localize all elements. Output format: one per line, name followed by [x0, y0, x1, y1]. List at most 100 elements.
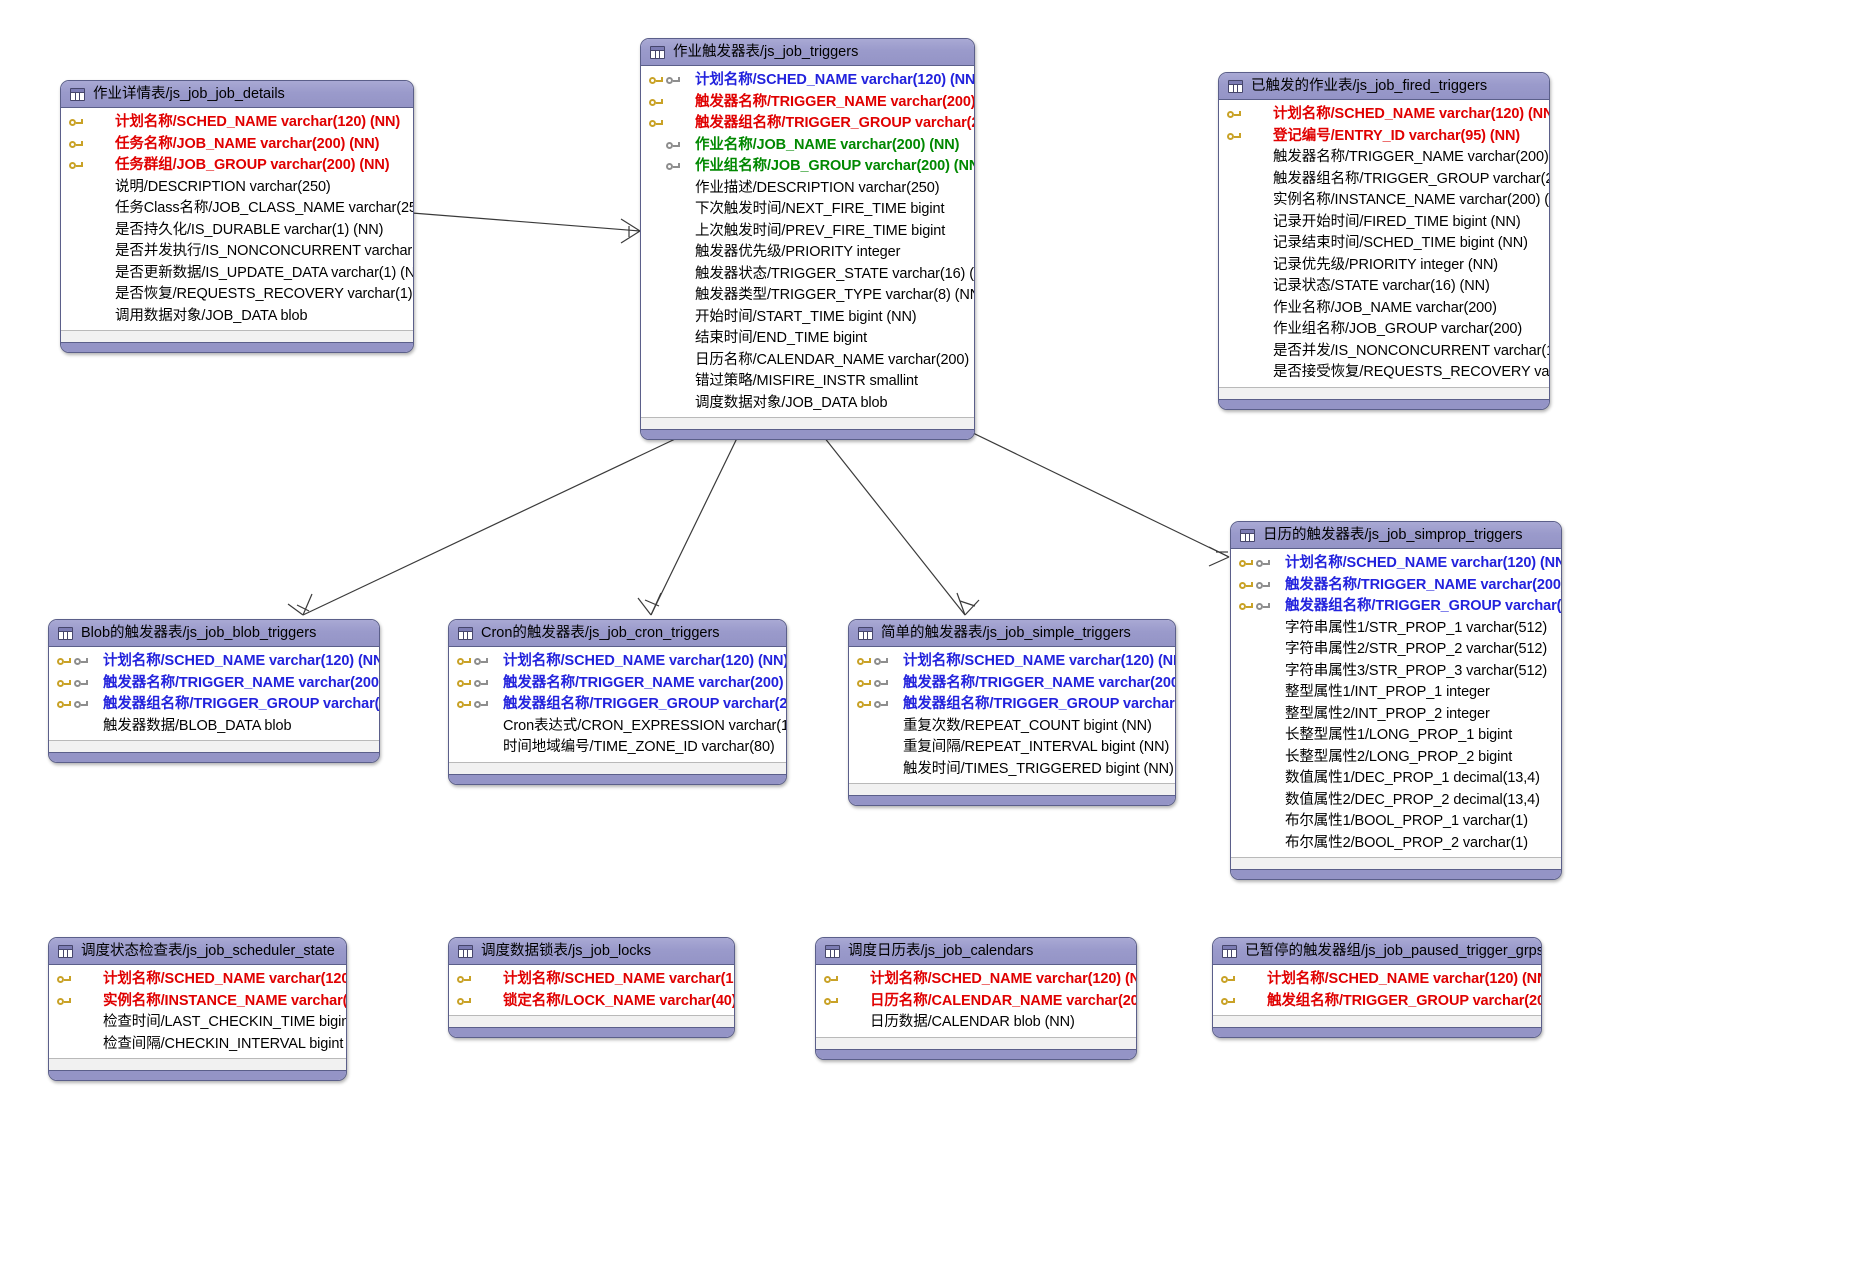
- attribute-row[interactable]: 是否更新数据/IS_UPDATE_DATA varchar(1) (NN): [61, 263, 413, 285]
- entity-title-bar[interactable]: 简单的触发器表/js_job_simple_triggers: [849, 620, 1175, 647]
- attribute-row[interactable]: 触发器类型/TRIGGER_TYPE varchar(8) (NN): [641, 285, 974, 307]
- attribute-row[interactable]: 日历名称/CALENDAR_NAME varchar(200) (NN): [816, 991, 1136, 1013]
- attribute-row[interactable]: 触发器名称/TRIGGER_NAME varchar(200) (NN): [849, 673, 1175, 695]
- entity-locks[interactable]: 调度数据锁表/js_job_locks 计划名称/SCHED_NAME varch…: [448, 937, 735, 1038]
- attribute-row[interactable]: 计划名称/SCHED_NAME varchar(120) (NN): [61, 112, 413, 134]
- attribute-row[interactable]: 字符串属性1/STR_PROP_1 varchar(512): [1231, 618, 1561, 640]
- entity-blob_triggers[interactable]: Blob的触发器表/js_job_blob_triggers 计划名称/SCHED…: [48, 619, 380, 763]
- attribute-row[interactable]: 调度数据对象/JOB_DATA blob: [641, 393, 974, 415]
- entity-scheduler_state[interactable]: 调度状态检查表/js_job_scheduler_state 计划名称/SCHED…: [48, 937, 347, 1081]
- attribute-row[interactable]: 日历名称/CALENDAR_NAME varchar(200): [641, 350, 974, 372]
- attribute-row[interactable]: 计划名称/SCHED_NAME varchar(120) (NN): [449, 651, 786, 673]
- attribute-row[interactable]: 记录开始时间/FIRED_TIME bigint (NN): [1219, 212, 1549, 234]
- attribute-row[interactable]: 计划名称/SCHED_NAME varchar(120) (NN): [641, 70, 974, 92]
- attribute-row[interactable]: 作业名称/JOB_NAME varchar(200) (NN): [641, 135, 974, 157]
- attribute-row[interactable]: 触发器状态/TRIGGER_STATE varchar(16) (NN): [641, 264, 974, 286]
- entity-title-bar[interactable]: 已暂停的触发器组/js_job_paused_trigger_grps: [1213, 938, 1541, 965]
- attribute-row[interactable]: 实例名称/INSTANCE_NAME varchar(200) (NN): [1219, 190, 1549, 212]
- attribute-row[interactable]: 是否接受恢复/REQUESTS_RECOVERY varchar(1): [1219, 362, 1549, 384]
- attribute-row[interactable]: 计划名称/SCHED_NAME varchar(120) (NN): [449, 969, 734, 991]
- attribute-row[interactable]: 锁定名称/LOCK_NAME varchar(40) (NN): [449, 991, 734, 1013]
- attribute-row[interactable]: Cron表达式/CRON_EXPRESSION varchar(120) (NN…: [449, 716, 786, 738]
- attribute-row[interactable]: 登记编号/ENTRY_ID varchar(95) (NN): [1219, 126, 1549, 148]
- attribute-row[interactable]: 调用数据对象/JOB_DATA blob: [61, 306, 413, 328]
- attribute-row[interactable]: 整型属性2/INT_PROP_2 integer: [1231, 704, 1561, 726]
- attribute-row[interactable]: 触发器组名称/TRIGGER_GROUP varchar(200) (NN): [849, 694, 1175, 716]
- attribute-row[interactable]: 是否持久化/IS_DURABLE varchar(1) (NN): [61, 220, 413, 242]
- attribute-row[interactable]: 数值属性2/DEC_PROP_2 decimal(13,4): [1231, 790, 1561, 812]
- attribute-row[interactable]: 整型属性1/INT_PROP_1 integer: [1231, 682, 1561, 704]
- entity-title-bar[interactable]: Cron的触发器表/js_job_cron_triggers: [449, 620, 786, 647]
- entity-paused_trigger_grps[interactable]: 已暂停的触发器组/js_job_paused_trigger_grps 计划名称/…: [1212, 937, 1542, 1038]
- attribute-row[interactable]: 说明/DESCRIPTION varchar(250): [61, 177, 413, 199]
- attribute-row[interactable]: 作业名称/JOB_NAME varchar(200): [1219, 298, 1549, 320]
- attribute-row[interactable]: 布尔属性1/BOOL_PROP_1 varchar(1): [1231, 811, 1561, 833]
- entity-title-bar[interactable]: 调度数据锁表/js_job_locks: [449, 938, 734, 965]
- attribute-row[interactable]: 作业组名称/JOB_GROUP varchar(200) (NN): [641, 156, 974, 178]
- attribute-row[interactable]: 是否恢复/REQUESTS_RECOVERY varchar(1) (NN): [61, 284, 413, 306]
- attribute-row[interactable]: 记录优先级/PRIORITY integer (NN): [1219, 255, 1549, 277]
- attribute-row[interactable]: 是否并发执行/IS_NONCONCURRENT varchar(1) (NN): [61, 241, 413, 263]
- entity-title-bar[interactable]: 调度状态检查表/js_job_scheduler_state: [49, 938, 346, 965]
- attribute-row[interactable]: 开始时间/START_TIME bigint (NN): [641, 307, 974, 329]
- attribute-row[interactable]: 错过策略/MISFIRE_INSTR smallint: [641, 371, 974, 393]
- attribute-row[interactable]: 布尔属性2/BOOL_PROP_2 varchar(1): [1231, 833, 1561, 855]
- attribute-row[interactable]: 触发组名称/TRIGGER_GROUP varchar(200) (NN): [1213, 991, 1541, 1013]
- attribute-row[interactable]: 作业组名称/JOB_GROUP varchar(200): [1219, 319, 1549, 341]
- attribute-row[interactable]: 上次触发时间/PREV_FIRE_TIME bigint: [641, 221, 974, 243]
- attribute-row[interactable]: 计划名称/SCHED_NAME varchar(120) (NN): [1231, 553, 1561, 575]
- attribute-row[interactable]: 触发器名称/TRIGGER_NAME varchar(200) (NN): [1231, 575, 1561, 597]
- attribute-row[interactable]: 计划名称/SCHED_NAME varchar(120) (NN): [49, 651, 379, 673]
- entity-title-bar[interactable]: 已触发的作业表/js_job_fired_triggers: [1219, 73, 1549, 100]
- attribute-row[interactable]: 字符串属性3/STR_PROP_3 varchar(512): [1231, 661, 1561, 683]
- attribute-row[interactable]: 数值属性1/DEC_PROP_1 decimal(13,4): [1231, 768, 1561, 790]
- entity-triggers[interactable]: 作业触发器表/js_job_triggers 计划名称/SCHED_NAME va…: [640, 38, 975, 440]
- attribute-row[interactable]: 触发器组名称/TRIGGER_GROUP varchar(200) (NN): [641, 113, 974, 135]
- attribute-row[interactable]: 任务名称/JOB_NAME varchar(200) (NN): [61, 134, 413, 156]
- attribute-row[interactable]: 长整型属性2/LONG_PROP_2 bigint: [1231, 747, 1561, 769]
- entity-calendars[interactable]: 调度日历表/js_job_calendars 计划名称/SCHED_NAME va…: [815, 937, 1137, 1060]
- attribute-row[interactable]: 触发时间/TIMES_TRIGGERED bigint (NN): [849, 759, 1175, 781]
- attribute-row[interactable]: 字符串属性2/STR_PROP_2 varchar(512): [1231, 639, 1561, 661]
- attribute-row[interactable]: 检查间隔/CHECKIN_INTERVAL bigint (NN): [49, 1034, 346, 1056]
- attribute-row[interactable]: 触发器名称/TRIGGER_NAME varchar(200) (NN): [1219, 147, 1549, 169]
- entity-title-bar[interactable]: Blob的触发器表/js_job_blob_triggers: [49, 620, 379, 647]
- attribute-row[interactable]: 触发器组名称/TRIGGER_GROUP varchar(200) (NN): [1219, 169, 1549, 191]
- attribute-row[interactable]: 计划名称/SCHED_NAME varchar(120) (NN): [49, 969, 346, 991]
- attribute-row[interactable]: 触发器组名称/TRIGGER_GROUP varchar(200) (NN): [449, 694, 786, 716]
- attribute-row[interactable]: 记录状态/STATE varchar(16) (NN): [1219, 276, 1549, 298]
- entity-job_details[interactable]: 作业详情表/js_job_job_details 计划名称/SCHED_NAME …: [60, 80, 414, 353]
- attribute-row[interactable]: 检查时间/LAST_CHECKIN_TIME bigint (NN): [49, 1012, 346, 1034]
- attribute-row[interactable]: 长整型属性1/LONG_PROP_1 bigint: [1231, 725, 1561, 747]
- attribute-row[interactable]: 重复间隔/REPEAT_INTERVAL bigint (NN): [849, 737, 1175, 759]
- entity-title-bar[interactable]: 日历的触发器表/js_job_simprop_triggers: [1231, 522, 1561, 549]
- entity-title-bar[interactable]: 作业触发器表/js_job_triggers: [641, 39, 974, 66]
- attribute-row[interactable]: 结束时间/END_TIME bigint: [641, 328, 974, 350]
- attribute-row[interactable]: 计划名称/SCHED_NAME varchar(120) (NN): [1213, 969, 1541, 991]
- attribute-row[interactable]: 计划名称/SCHED_NAME varchar(120) (NN): [816, 969, 1136, 991]
- attribute-row[interactable]: 记录结束时间/SCHED_TIME bigint (NN): [1219, 233, 1549, 255]
- attribute-row[interactable]: 触发器组名称/TRIGGER_GROUP varchar(200) (NN): [49, 694, 379, 716]
- attribute-row[interactable]: 实例名称/INSTANCE_NAME varchar(200) (NN): [49, 991, 346, 1013]
- attribute-row[interactable]: 计划名称/SCHED_NAME varchar(120) (NN): [1219, 104, 1549, 126]
- entity-fired_triggers[interactable]: 已触发的作业表/js_job_fired_triggers 计划名称/SCHED_…: [1218, 72, 1550, 410]
- entity-simprop_triggers[interactable]: 日历的触发器表/js_job_simprop_triggers 计划名称/SCHE…: [1230, 521, 1562, 880]
- attribute-row[interactable]: 时间地域编号/TIME_ZONE_ID varchar(80): [449, 737, 786, 759]
- attribute-row[interactable]: 重复次数/REPEAT_COUNT bigint (NN): [849, 716, 1175, 738]
- attribute-row[interactable]: 触发器名称/TRIGGER_NAME varchar(200) (NN): [641, 92, 974, 114]
- attribute-row[interactable]: 任务群组/JOB_GROUP varchar(200) (NN): [61, 155, 413, 177]
- attribute-row[interactable]: 是否并发/IS_NONCONCURRENT varchar(1): [1219, 341, 1549, 363]
- attribute-row[interactable]: 触发器优先级/PRIORITY integer: [641, 242, 974, 264]
- entity-title-bar[interactable]: 调度日历表/js_job_calendars: [816, 938, 1136, 965]
- attribute-row[interactable]: 下次触发时间/NEXT_FIRE_TIME bigint: [641, 199, 974, 221]
- attribute-row[interactable]: 触发器名称/TRIGGER_NAME varchar(200) (NN): [449, 673, 786, 695]
- attribute-row[interactable]: 作业描述/DESCRIPTION varchar(250): [641, 178, 974, 200]
- attribute-row[interactable]: 触发器组名称/TRIGGER_GROUP varchar(200) (NN): [1231, 596, 1561, 618]
- attribute-row[interactable]: 任务Class名称/JOB_CLASS_NAME varchar(250) (N…: [61, 198, 413, 220]
- entity-simple_triggers[interactable]: 简单的触发器表/js_job_simple_triggers 计划名称/SCHED…: [848, 619, 1176, 806]
- entity-title-bar[interactable]: 作业详情表/js_job_job_details: [61, 81, 413, 108]
- attribute-row[interactable]: 日历数据/CALENDAR blob (NN): [816, 1012, 1136, 1034]
- attribute-row[interactable]: 触发器数据/BLOB_DATA blob: [49, 716, 379, 738]
- attribute-row[interactable]: 计划名称/SCHED_NAME varchar(120) (NN): [849, 651, 1175, 673]
- entity-cron_triggers[interactable]: Cron的触发器表/js_job_cron_triggers 计划名称/SCHED…: [448, 619, 787, 785]
